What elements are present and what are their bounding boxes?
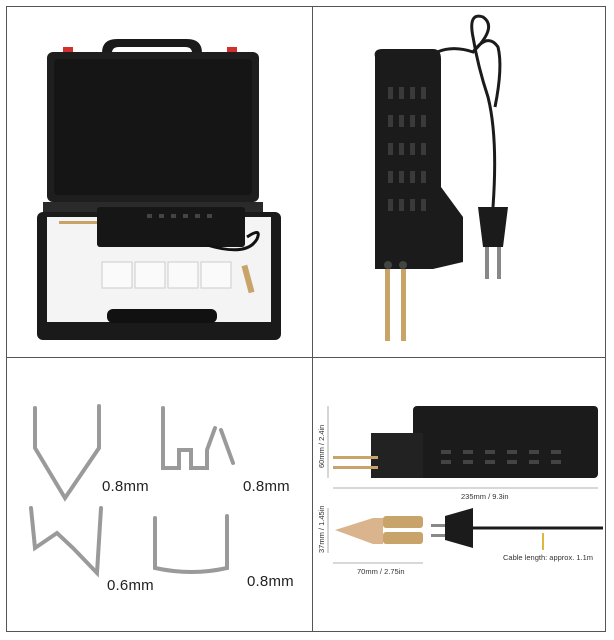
dim-tip-length: 70mm / 2.75in — [357, 567, 405, 576]
brass-tip-right — [401, 269, 406, 341]
dim-welder-height: 60mm / 2.4in — [317, 424, 326, 468]
grid-divider-vertical — [312, 6, 313, 632]
wire-label-0-8mm-a: 0.8mm — [102, 478, 149, 495]
welder-side-body — [413, 406, 598, 478]
brass-tip-left — [385, 269, 390, 341]
welding-tip — [335, 518, 383, 544]
dimensions-image — [327, 406, 603, 564]
power-plug — [478, 207, 508, 247]
dim-cable-length: Cable length: approx. 1.1m — [503, 553, 594, 562]
red-clip-left — [63, 47, 73, 54]
grid-frame — [6, 6, 606, 632]
staples-image — [29, 404, 235, 578]
wire-label-0-6mm: 0.6mm — [107, 577, 154, 594]
wave-staple — [161, 406, 217, 470]
panel-dimensions: 60mm / 2.4in 235mm / 9.3in 37mm / 1.45in… — [313, 358, 606, 632]
flat-staple — [153, 514, 229, 574]
red-clip-right — [227, 47, 237, 54]
side-plug — [445, 508, 473, 548]
dim-tip-height: 37mm / 1.45in — [317, 505, 326, 553]
wire-label-0-8mm-b: 0.8mm — [243, 478, 290, 495]
dim-welder-length: 235mm / 9.3in — [461, 492, 509, 501]
carrying-case-image — [37, 39, 281, 340]
grid-divider-horizontal — [6, 357, 606, 358]
m-staple — [29, 506, 103, 578]
welder-image — [374, 14, 508, 341]
v-staple — [33, 404, 101, 502]
panel-welder — [313, 7, 606, 357]
panel-carrying-case — [7, 7, 312, 357]
welder-body — [374, 49, 463, 269]
wire-label-0-8mm-c: 0.8mm — [247, 573, 294, 590]
panel-staples: 0.8mm 0.8mm 0.6mm 0.8mm — [7, 358, 312, 632]
